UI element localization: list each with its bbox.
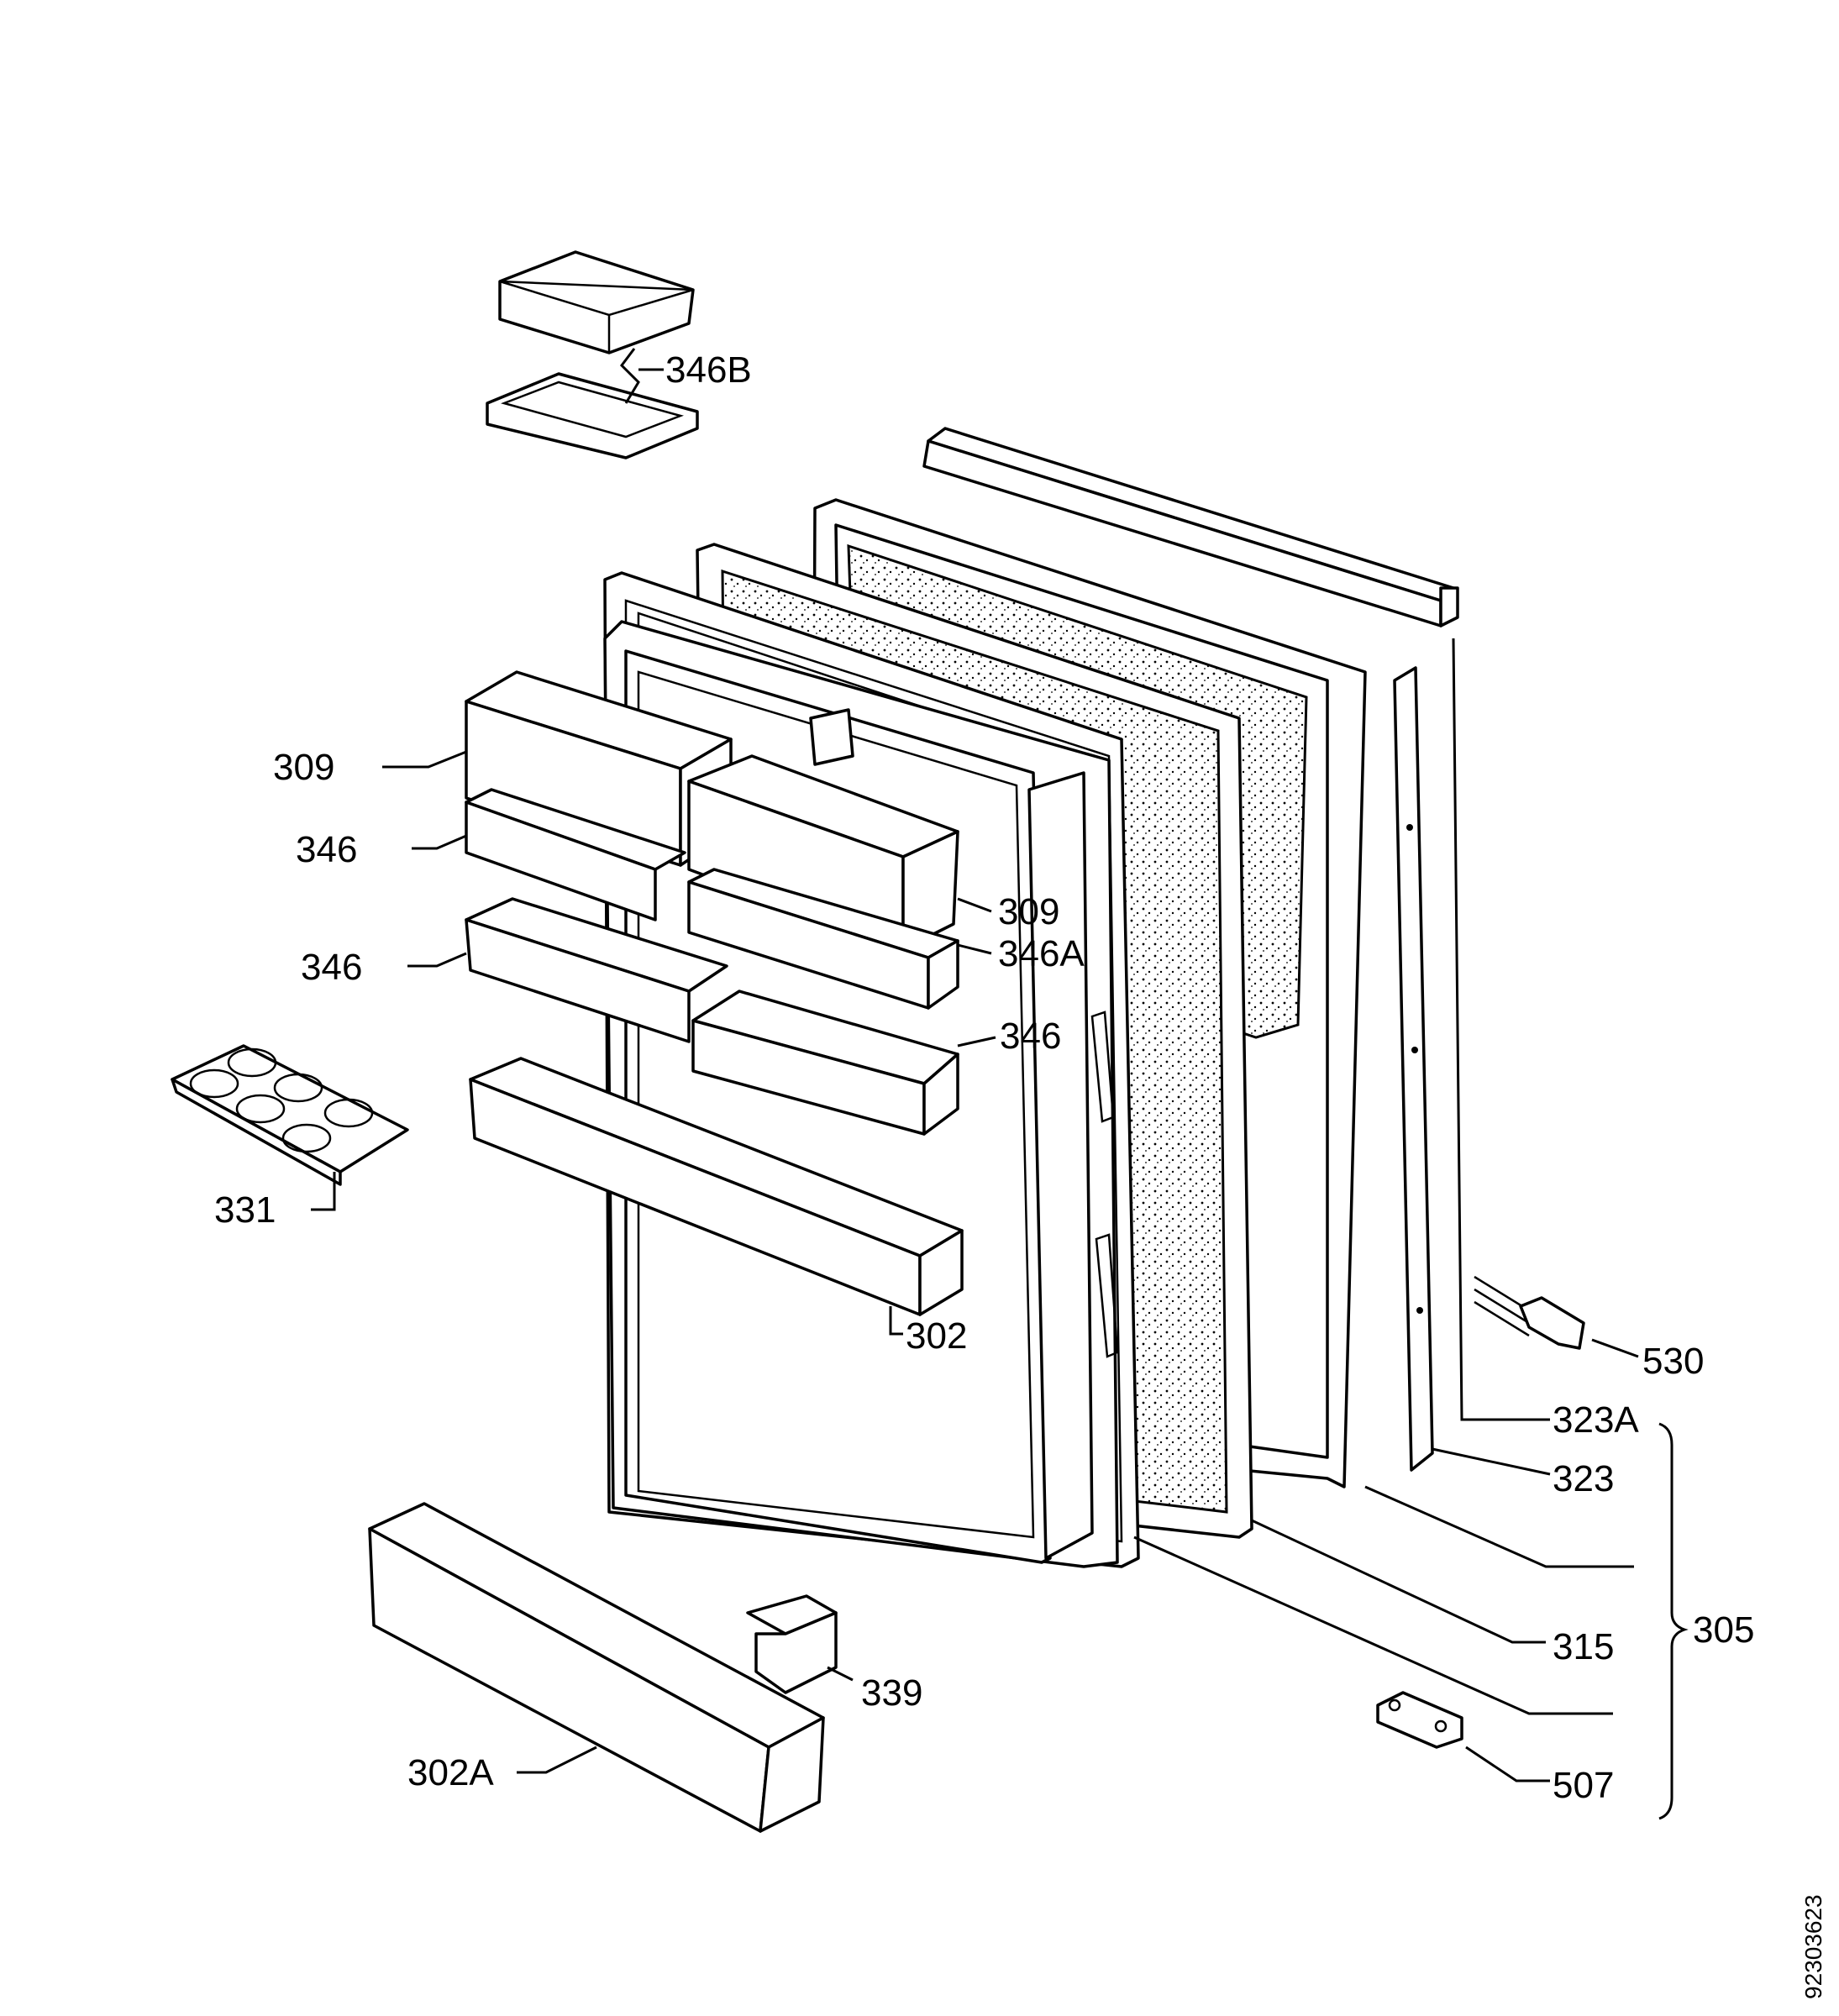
callout-315: 315: [1553, 1626, 1614, 1667]
side-strip-323: [1393, 666, 1434, 1472]
callout-323A: 323A: [1553, 1399, 1639, 1441]
top-trim-strip-323A: [922, 427, 1459, 627]
callout-346A: 346A: [998, 933, 1085, 974]
door-shelf-346-right: [691, 990, 959, 1136]
callout-309-left: 309: [273, 747, 334, 788]
egg-tray-331: [171, 1044, 409, 1186]
callout-339: 339: [861, 1672, 922, 1714]
callout-331: 331: [214, 1189, 276, 1231]
callout-530: 530: [1642, 1341, 1704, 1382]
bottle-clip-339: [746, 1594, 838, 1694]
callout-323: 323: [1553, 1458, 1614, 1499]
leader-lines: [311, 348, 1639, 1782]
tray-346A: [687, 868, 959, 1010]
door-shelf-346-left: [465, 897, 728, 1043]
butter-box-346B: [486, 250, 699, 459]
tray-346-left-upper: [465, 788, 686, 921]
hinge-507: [1376, 1691, 1463, 1749]
callout-507: 507: [1553, 1765, 1614, 1806]
cable-connector-530: [1474, 1275, 1585, 1350]
drawing-number: 92303623: [1800, 1894, 1826, 1999]
callout-309-right: 309: [998, 891, 1059, 932]
callout-302: 302: [906, 1315, 967, 1357]
bottle-shelf-302A: [368, 1502, 825, 1833]
callout-346-right: 346: [1000, 1016, 1061, 1057]
bottle-shelf-302: [469, 1057, 964, 1316]
callout-346B: 346B: [665, 349, 752, 391]
callout-346-left-upper: 346: [296, 829, 357, 870]
callout-302A: 302A: [407, 1752, 494, 1793]
callout-346-left-lower: 346: [301, 947, 362, 988]
butter-compartment-309-right: [687, 754, 959, 951]
group-brace-305: [1658, 1422, 1689, 1820]
callout-305: 305: [1693, 1609, 1754, 1651]
